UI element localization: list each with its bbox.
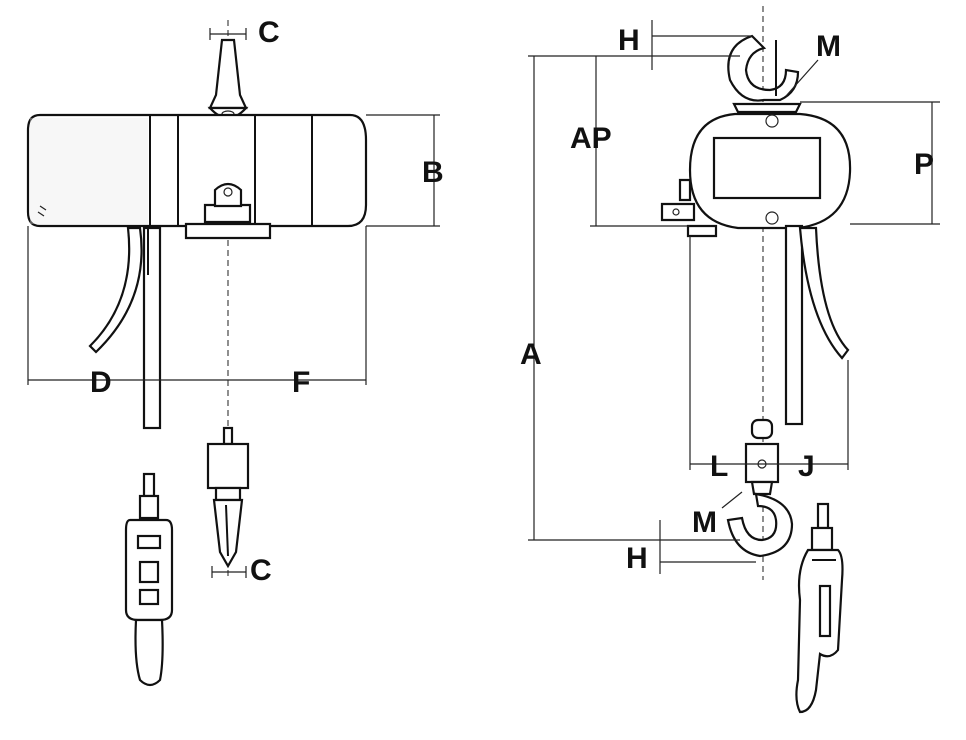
pendant-controller-front bbox=[795, 502, 844, 714]
label-d: D bbox=[90, 366, 112, 399]
pendant-controller-side bbox=[124, 472, 174, 687]
side-view bbox=[26, 20, 440, 687]
hoist-body-side bbox=[26, 113, 368, 240]
lower-block-front bbox=[726, 418, 794, 558]
label-f: F bbox=[292, 366, 310, 399]
label-h-bottom: H bbox=[626, 542, 648, 575]
label-m-top: M bbox=[816, 30, 841, 63]
lower-block-side bbox=[206, 426, 250, 569]
label-l: L bbox=[710, 450, 728, 483]
label-a: A bbox=[520, 338, 542, 371]
label-b: B bbox=[422, 156, 444, 189]
front-view bbox=[528, 6, 940, 714]
label-c-bottom: C bbox=[250, 554, 272, 587]
label-ap: AP bbox=[570, 122, 612, 155]
label-p: P bbox=[914, 148, 934, 181]
hoist-body-front bbox=[660, 112, 852, 238]
top-suspension-hook bbox=[207, 38, 249, 120]
control-cable-front bbox=[784, 224, 850, 426]
label-c-top: C bbox=[258, 16, 280, 49]
label-m-bottom: M bbox=[692, 506, 717, 539]
label-h-top: H bbox=[618, 24, 640, 57]
top-hook-front bbox=[727, 34, 802, 114]
control-cable-side bbox=[88, 226, 162, 430]
label-j: J bbox=[798, 450, 815, 483]
